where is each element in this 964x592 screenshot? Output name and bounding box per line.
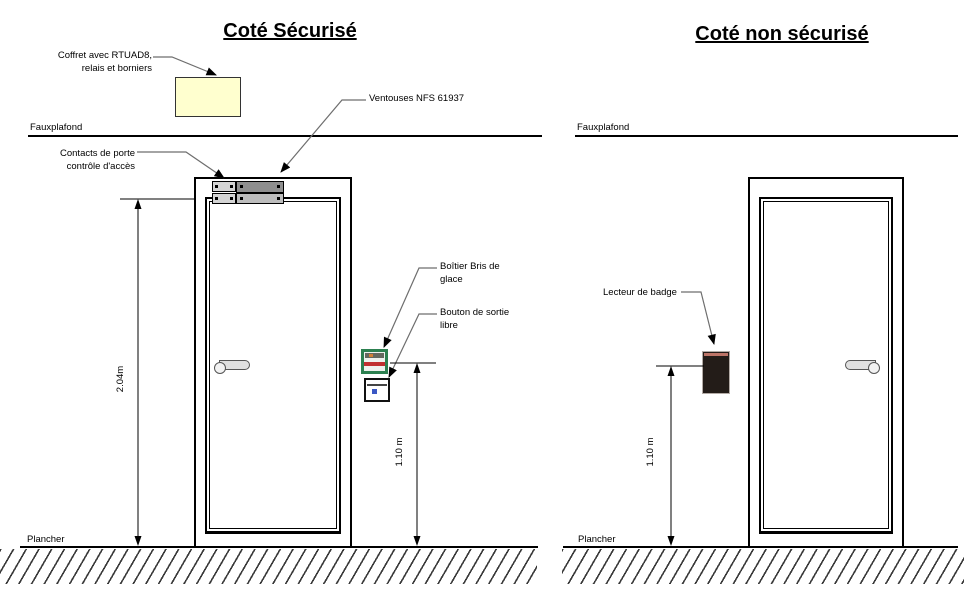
false-ceiling-label-left: Fauxplafond bbox=[30, 122, 83, 133]
badge-reader-device bbox=[702, 351, 730, 394]
exit-button-label-line2: libre bbox=[440, 319, 458, 331]
door-contact-device bbox=[212, 181, 236, 192]
exit-button-device bbox=[364, 378, 390, 402]
dimension-arrow-down bbox=[134, 536, 142, 546]
leader-door-contacts bbox=[137, 151, 225, 179]
breakglass-window bbox=[365, 353, 384, 358]
door-contact-device bbox=[212, 193, 236, 204]
door-frame-right bbox=[748, 177, 904, 547]
exit-button-slot bbox=[367, 384, 387, 386]
door-frame-left bbox=[194, 177, 352, 547]
door-contacts-label-line1: Contacts de porte bbox=[60, 148, 135, 159]
coffret-label-line2: relais et borniers bbox=[81, 62, 152, 74]
dimension-arrow-up bbox=[413, 363, 421, 373]
dimension-arrow-down bbox=[667, 536, 675, 546]
false-ceiling-line-right bbox=[575, 135, 958, 137]
leader-exit-button bbox=[388, 313, 437, 378]
leader-badge-reader bbox=[681, 291, 716, 346]
leader-breakglass bbox=[383, 267, 437, 348]
floor-hatching-left bbox=[0, 549, 537, 584]
floor-line-left bbox=[20, 546, 538, 548]
coffret-box bbox=[175, 77, 241, 117]
floor-hatching-right bbox=[562, 549, 964, 584]
badge-reader-led-stripe bbox=[704, 353, 728, 356]
dimension-arrow-down bbox=[413, 536, 421, 546]
breakglass-device bbox=[361, 349, 388, 374]
maglock-label: Ventouses NFS 61937 bbox=[369, 93, 465, 104]
door-height-dimension-label: 2.04m bbox=[115, 365, 126, 393]
false-ceiling-line-left bbox=[28, 135, 542, 137]
floor-line-right bbox=[563, 546, 958, 548]
maglock-device-top bbox=[236, 181, 284, 193]
door-handle-knob-right bbox=[868, 362, 880, 374]
floor-label-right: Plancher bbox=[578, 534, 616, 545]
maglock-device-bottom bbox=[236, 193, 284, 204]
left-section-title: Coté Sécurisé bbox=[223, 20, 357, 42]
exit-button-label: Bouton de sortie libre bbox=[440, 307, 509, 332]
coffret-label: Coffret avec RTUAD8, relais et borniers bbox=[30, 50, 152, 75]
dimension-arrow-up bbox=[134, 199, 142, 209]
exit-button-chip bbox=[372, 389, 377, 394]
false-ceiling-label-right: Fauxplafond bbox=[577, 122, 630, 133]
leader-coffret bbox=[153, 56, 217, 76]
badge-reader-label: Lecteur de badge bbox=[603, 287, 677, 298]
door-contacts-label-line2: contrôle d'accès bbox=[66, 160, 135, 172]
breakglass-label-line2: glace bbox=[440, 273, 463, 285]
dimension-arrow-up bbox=[667, 366, 675, 376]
door-handle-knob-left bbox=[214, 362, 226, 374]
door-leaf-inner-line-right bbox=[763, 201, 889, 529]
right-section-title: Coté non sécurisé bbox=[695, 23, 869, 45]
button-height-dimension-label: 1.10 m bbox=[394, 437, 405, 467]
breakglass-red-bar bbox=[364, 362, 385, 366]
coffret-label-line1: Coffret avec RTUAD8, bbox=[57, 50, 152, 61]
floor-label-left: Plancher bbox=[27, 534, 65, 545]
breakglass-text-chip bbox=[369, 354, 373, 357]
exit-button-label-line1: Bouton de sortie bbox=[440, 307, 510, 318]
reader-height-dimension-label: 1.10 m bbox=[645, 437, 656, 467]
door-contacts-label: Contacts de porte contrôle d'accès bbox=[25, 148, 135, 173]
breakglass-label: Boîtier Bris de glace bbox=[440, 261, 500, 286]
breakglass-label-line1: Boîtier Bris de bbox=[440, 261, 500, 272]
